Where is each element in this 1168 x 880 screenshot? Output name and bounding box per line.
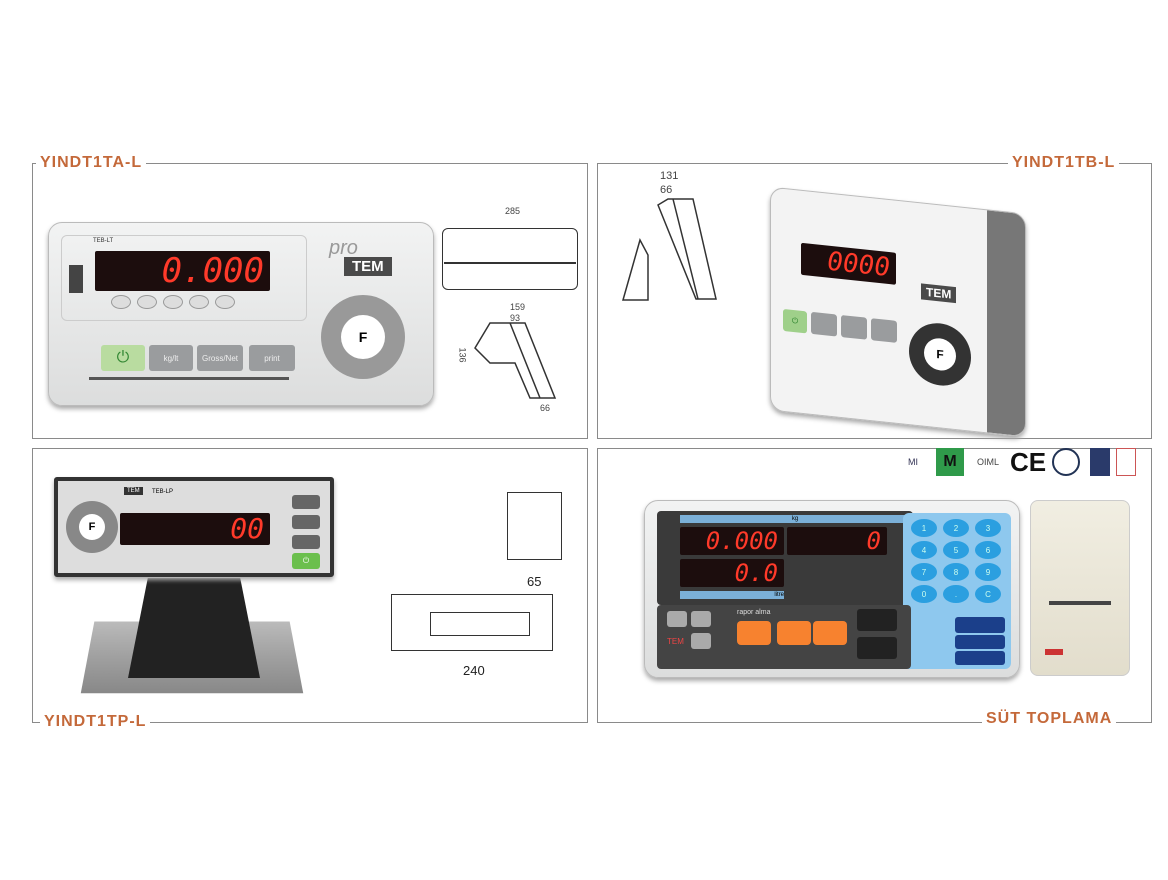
gost-cert-icon [1052,448,1080,476]
section-title: YINDT1TA-L [36,154,147,172]
stand-neck [128,578,260,678]
dimension: 159 [510,302,526,312]
model-label: TEB-LT [93,238,114,244]
dimension: 66 [540,403,551,413]
numpad-key[interactable]: 3 [975,519,1001,537]
function-key[interactable] [111,295,131,309]
nav-ring[interactable]: F [321,295,405,379]
weight-display: 0.000 [680,527,784,555]
dimension: 285 [505,206,521,216]
nav-ring[interactable]: F [909,320,971,389]
function-key[interactable] [955,651,1005,665]
unit-button[interactable] [292,535,320,549]
numpad-key[interactable]: 2 [943,519,969,537]
ce-cert-icon: CE [1009,446,1047,477]
brand-pro: pro [329,237,358,259]
numpad-key[interactable]: 7 [911,563,937,581]
side-drawing [507,492,562,560]
f-button[interactable]: F [341,315,385,359]
gross-net-button[interactable] [841,315,867,340]
f-button[interactable]: F [79,514,105,540]
report-key[interactable] [737,621,771,645]
oiml-cert-icon: OIML [976,457,999,467]
numpad-key[interactable]: 6 [975,541,1001,559]
power-button[interactable]: ⏻ [101,345,145,371]
report-label: rapor alma [737,609,771,616]
weight-display: 0.000 [95,251,270,291]
numpad-key[interactable]: 9 [975,563,1001,581]
section-title: YINDT1TP-L [40,713,151,731]
print-button[interactable]: print [249,345,295,371]
power-button[interactable]: ⏻ [292,553,320,569]
unit-button[interactable]: kg/lt [149,345,193,371]
function-key[interactable] [137,295,157,309]
section-title: YINDT1TB-L [1008,154,1120,172]
side-key[interactable] [691,611,711,627]
numpad-key[interactable]: . [943,585,969,603]
milk-collection-indicator: kg 0.000 0 0.0 litre 1 2 3 4 5 6 7 8 9 0… [644,500,1020,678]
numpad-key[interactable]: 1 [911,519,937,537]
panel-yindt1tb-l [597,163,1152,439]
m-cert-icon: M [936,448,964,476]
litre-label: litre [680,591,784,599]
print-button[interactable] [871,318,897,343]
side-key[interactable] [691,633,711,649]
unit-button[interactable] [811,311,837,337]
dimension: 66 [660,184,673,196]
producer-display: 0 [787,527,887,555]
report-key[interactable] [813,621,847,645]
indicator-tb: 0000 TEM ⏻ F [770,186,1026,438]
function-key[interactable] [857,637,897,659]
brand-logo: TEM [921,283,957,304]
side-drawing [474,322,557,399]
weight-display: 00 [120,513,270,545]
side-key[interactable] [667,611,687,627]
indicator-ta: TEB-LT 0.000 pro TEM ⏻ kg/lt Gross/Net p… [48,222,434,406]
function-key[interactable] [955,617,1005,633]
numpad-key[interactable]: 0 [911,585,937,603]
receipt-printer [1030,500,1130,676]
gross-net-button[interactable]: Gross/Net [197,345,243,371]
brand-logo: TEM [344,257,392,276]
dimension: 131 [660,170,679,182]
function-key[interactable] [857,609,897,631]
kg-label: kg [680,515,910,523]
function-key[interactable] [955,635,1005,649]
numpad-key[interactable]: 8 [943,563,969,581]
function-key[interactable] [215,295,235,309]
litre-display: 0.0 [680,559,784,587]
front-drawing [442,228,578,290]
nav-ring[interactable]: F [66,501,118,553]
panel-sut-toplama [597,448,1152,723]
section-title: SÜT TOPLAMA [982,710,1117,728]
dimension: 93 [510,313,521,323]
side-key[interactable] [292,495,320,509]
function-key[interactable] [163,295,183,309]
side-drawing [622,198,717,301]
indicator-tp: F TEM TEB-LP 00 ⏻ [54,477,334,577]
numpad: 1 2 3 4 5 6 7 8 9 0 . C [903,513,1011,669]
dimension: 65 [527,574,542,589]
model-label: TEB-LP [152,489,174,495]
dimension: 136 [457,347,468,363]
tse-cert-icon [1116,448,1136,476]
numpad-key[interactable]: C [975,585,1001,603]
mi-cert-icon: MI [908,457,918,467]
brand-logo: TEM [667,637,684,646]
numpad-key[interactable]: 4 [911,541,937,559]
weight-display: 0000 [801,242,896,285]
iso-cert-icon [1090,448,1110,476]
function-key[interactable] [189,295,209,309]
panel-yindt1tp-l [32,448,588,723]
side-key[interactable] [292,515,320,529]
numpad-key[interactable]: 5 [943,541,969,559]
panel-yindt1ta-l [32,163,588,439]
dimension: 240 [463,663,485,678]
brand-logo: TEM [124,487,143,495]
report-key[interactable] [777,621,811,645]
power-button[interactable]: ⏻ [783,308,807,334]
f-button[interactable]: F [924,336,956,373]
